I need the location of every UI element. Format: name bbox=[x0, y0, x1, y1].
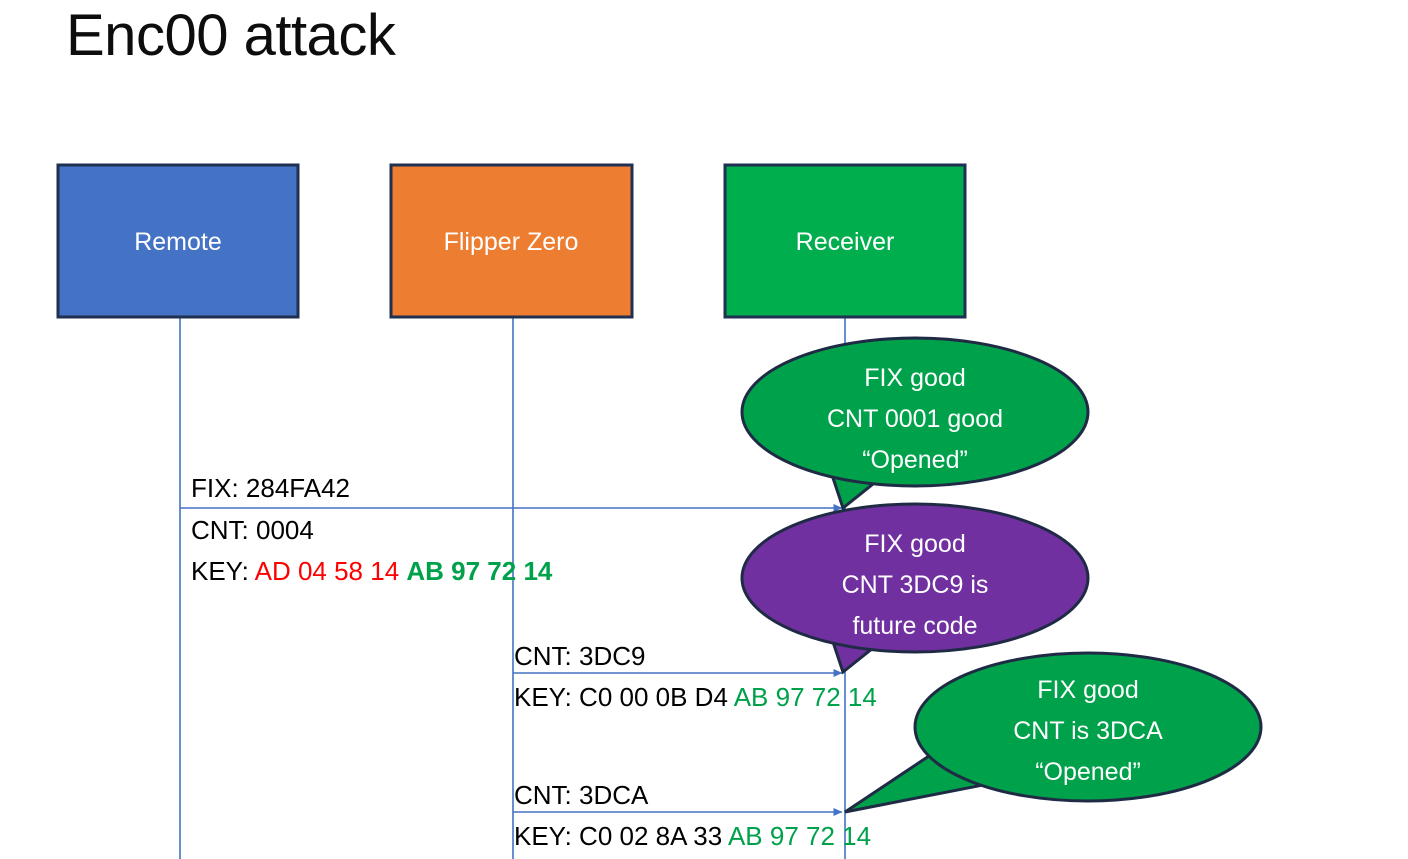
message-1-key: KEY: AD 04 58 14 AB 97 72 14 bbox=[191, 556, 553, 586]
message-3-key: KEY: C0 02 8A 33 AB 97 72 14 bbox=[514, 821, 871, 851]
message-2-key-black: KEY: C0 00 0B D4 bbox=[514, 682, 734, 712]
callout-receiver-2[interactable]: FIX good CNT 3DC9 is future code bbox=[740, 502, 1090, 675]
message-label-2: CNT: 3DC9 KEY: C0 00 0B D4 AB 97 72 14 bbox=[514, 641, 877, 712]
callout-1-line-2: CNT 0001 good bbox=[827, 405, 1003, 433]
message-3-key-black: KEY: C0 02 8A 33 bbox=[514, 821, 728, 851]
callout-3-line-3: “Opened” bbox=[1035, 758, 1141, 786]
message-1-key-red: AD 04 58 14 bbox=[255, 556, 407, 586]
message-1-fix: FIX: 284FA42 bbox=[191, 473, 350, 503]
page-title: Enc00 attack bbox=[66, 3, 396, 68]
callout-3-line-2: CNT is 3DCA bbox=[1013, 717, 1163, 745]
actor-box-remote[interactable]: Remote bbox=[56, 163, 300, 319]
message-2-key: KEY: C0 00 0B D4 AB 97 72 14 bbox=[514, 682, 877, 712]
callout-2-line-2: CNT 3DC9 is bbox=[842, 571, 989, 599]
callout-2-line-3: future code bbox=[852, 612, 977, 640]
callout-1-line-3: “Opened” bbox=[862, 446, 968, 474]
callout-3-line-1: FIX good bbox=[1037, 676, 1138, 704]
actor-label-flipper: Flipper Zero bbox=[444, 228, 579, 256]
actor-label-remote: Remote bbox=[134, 228, 222, 256]
message-3-cnt: CNT: 3DCA bbox=[514, 780, 649, 810]
actor-box-flipper[interactable]: Flipper Zero bbox=[389, 163, 634, 319]
message-1-key-green: AB 97 72 14 bbox=[406, 556, 553, 586]
callout-2-line-1: FIX good bbox=[864, 530, 965, 558]
actor-label-receiver: Receiver bbox=[796, 228, 895, 256]
message-1-cnt: CNT: 0004 bbox=[191, 515, 314, 545]
message-3-key-green: AB 97 72 14 bbox=[728, 821, 871, 851]
callout-receiver-1[interactable]: FIX good CNT 0001 good “Opened” bbox=[740, 336, 1090, 511]
message-1-key-label: KEY: bbox=[191, 556, 255, 586]
message-label-3: CNT: 3DCA KEY: C0 02 8A 33 AB 97 72 14 bbox=[514, 780, 871, 851]
message-label-1: FIX: 284FA42 CNT: 0004 KEY: AD 04 58 14 … bbox=[191, 473, 553, 586]
message-2-key-green: AB 97 72 14 bbox=[734, 682, 877, 712]
message-2-cnt: CNT: 3DC9 bbox=[514, 641, 645, 671]
callout-1-line-1: FIX good bbox=[864, 364, 965, 392]
callout-receiver-3[interactable]: FIX good CNT is 3DCA “Opened” bbox=[844, 651, 1263, 814]
actor-box-receiver[interactable]: Receiver bbox=[723, 163, 967, 319]
